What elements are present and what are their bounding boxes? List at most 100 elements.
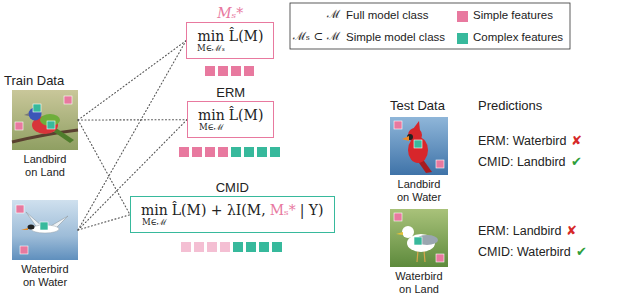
text-label: Predictions: [478, 98, 542, 113]
dotted-connector: [78, 215, 130, 230]
dotted-connector: [78, 120, 130, 215]
photo-ground: [12, 90, 78, 150]
objective-box: Mₛ*minM∈ℳₛL̂(M): [186, 22, 274, 59]
prediction-mark: ✘: [566, 223, 577, 238]
simple-feature: [194, 242, 204, 252]
bird-cap: [28, 225, 35, 230]
objective-box: ERMminM∈ℳL̂(M): [187, 101, 274, 138]
erm-feature-row: [179, 147, 280, 157]
simple-feature: [220, 242, 230, 252]
bird-crest: [413, 121, 420, 131]
bird-beak: [396, 232, 403, 235]
test-image: Landbird on Water: [390, 117, 448, 175]
image-caption: Landbird on Land: [16, 153, 74, 178]
image-caption: Landbird on Water: [390, 178, 448, 203]
simple-feature: [394, 213, 402, 221]
simple-feature: [179, 147, 189, 157]
loss-expression: L̂(M) + λI(M,: [172, 202, 266, 218]
text-label: ERM: Landbird: [478, 224, 561, 238]
dotted-connector: [78, 119, 187, 120]
legend-frame: [290, 3, 570, 49]
legend-symbol: ℳₛ ⊂ ℳ: [293, 30, 340, 43]
simple-model-feature-row: [205, 66, 254, 76]
train-landbird-photo: [12, 90, 78, 150]
min-subscript: M∈ℳ: [199, 123, 224, 132]
simple-feature: [436, 160, 444, 168]
prediction-mark: ✔: [571, 154, 582, 169]
simple-feature: [231, 66, 241, 76]
min-operator: minM∈ℳₛ: [197, 28, 225, 53]
simple-feature: [16, 205, 24, 213]
simple-feature: [20, 246, 28, 254]
cmid-feature-row: [181, 242, 282, 252]
complex-feature: [257, 147, 267, 157]
legend-swatch: [457, 33, 468, 44]
complex-feature: [259, 242, 269, 252]
complex-feature: [414, 237, 422, 245]
text-label: Train Data: [4, 73, 64, 88]
simple-feature: [218, 66, 228, 76]
min-subscript: M∈ℳₛ: [197, 44, 225, 53]
loss-expression: L̂(M): [229, 107, 264, 123]
text-label: CMID: Landbird: [478, 155, 566, 169]
complex-feature: [272, 242, 282, 252]
min-operator: minM∈ℳ: [141, 202, 168, 227]
bird-body: [408, 137, 428, 163]
complex-feature: [233, 242, 243, 252]
min-subscript: M∈ℳ: [142, 218, 167, 227]
simple-feature: [244, 66, 254, 76]
min-operator-text: min: [141, 202, 168, 218]
bird-tail: [54, 128, 74, 143]
simple-feature: [218, 147, 228, 157]
photo-ground: [12, 200, 78, 260]
simple-feature: [205, 147, 215, 157]
simple-feature: [15, 122, 23, 130]
complex-feature: [270, 147, 280, 157]
image-caption: Waterbird on Water: [16, 263, 74, 288]
text-label: CMID: Waterbird: [478, 245, 571, 259]
min-operator-text: min: [198, 28, 225, 44]
bird-head: [402, 226, 414, 238]
bird-beak: [21, 228, 28, 230]
test-waterbird-photo: [390, 209, 448, 267]
text-label: ERM: Waterbird: [478, 134, 566, 148]
box-heading: CMID: [216, 180, 249, 195]
bird-beak: [402, 136, 409, 141]
loss-expression: Mₛ*: [270, 202, 296, 218]
test-landbird-photo: [390, 117, 448, 175]
complex-feature: [244, 147, 254, 157]
dotted-connector: [78, 41, 186, 120]
objective-box: CMIDminM∈ℳL̂(M) + λI(M,Mₛ*| Y): [130, 196, 335, 233]
simple-feature: [181, 242, 191, 252]
train-image: Landbird on Land: [12, 90, 78, 150]
loss-expression: L̂(M): [229, 28, 264, 44]
min-operator-text: min: [198, 107, 225, 123]
complex-feature: [40, 222, 48, 230]
legend-swatch: [457, 11, 468, 22]
legend-symbol: ℳ: [327, 8, 340, 21]
test-image: Waterbird on Land: [390, 209, 448, 267]
complex-feature: [414, 140, 422, 148]
box-heading: ERM: [216, 85, 245, 100]
min-operator: minM∈ℳ: [198, 107, 225, 132]
simple-feature: [207, 242, 217, 252]
image-caption: Waterbird on Land: [390, 270, 448, 295]
simple-feature: [436, 254, 444, 262]
box-heading: Mₛ*: [217, 5, 243, 21]
train-image: Waterbird on Water: [12, 200, 78, 260]
train-waterbird-photo: [12, 200, 78, 260]
legend-text: Simple features: [473, 9, 553, 22]
photo-ground: [390, 209, 448, 267]
complex-feature: [246, 242, 256, 252]
simple-feature: [205, 66, 215, 76]
photo-ground: [390, 117, 448, 175]
complex-feature: [33, 104, 41, 112]
text-label: Test Data: [390, 98, 445, 113]
prediction-mark: ✘: [571, 133, 582, 148]
bird-beak: [24, 113, 29, 116]
simple-feature: [64, 96, 72, 104]
simple-feature: [192, 147, 202, 157]
legend-text: Complex features: [473, 31, 563, 44]
legend-text: Full model class: [346, 9, 428, 22]
